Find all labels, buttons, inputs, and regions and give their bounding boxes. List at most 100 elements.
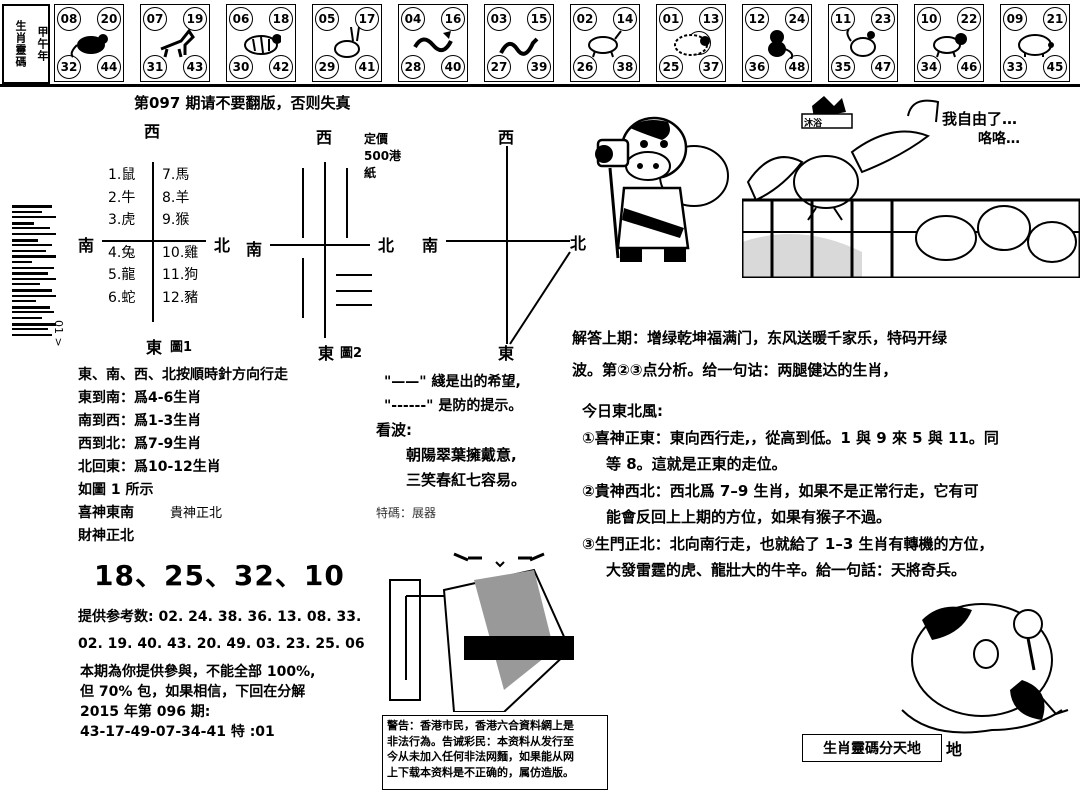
barcode <box>12 205 56 345</box>
promise-text: 本期為你提供參與，不能全部 100%, 但 70% 包，如果相信，下回在分解 2… <box>80 662 315 742</box>
fig1-caption: 圖1 <box>170 340 193 355</box>
legend-solid: "——" 綫是出的希望, <box>384 374 521 390</box>
zodiac-number: 35 <box>831 55 855 79</box>
zodiac-number: 17 <box>355 7 379 31</box>
poem-partial: 特碼：展器 <box>376 506 437 520</box>
horse-icon <box>160 28 195 58</box>
zodiac-number: 31 <box>143 55 167 79</box>
zodiac-number: 46 <box>957 55 981 79</box>
fig1-item: 10.雞 <box>162 244 199 261</box>
poem-line2: 三笑春紅七容易。 <box>406 471 527 489</box>
promise-line1: 本期為你提供參與，不能全部 100%, <box>80 664 316 680</box>
fig2-south: 南 <box>246 240 263 259</box>
figure-3: 西 南 北 東 <box>420 118 590 363</box>
rule-line: 南到西：爲1-3生肖 <box>78 413 202 429</box>
rule-line: 東到南：爲4-6生肖 <box>78 390 202 406</box>
zodiac-number: 06 <box>229 7 253 31</box>
fig3-north: 北 <box>570 234 587 253</box>
fig1-item: 1.鼠 <box>108 167 136 183</box>
big-numbers: 18、25、32、10 <box>94 559 345 592</box>
notice-line3: 今从未加入任何非法网麵，如果能从网 <box>387 750 574 763</box>
fig1-item: 11.狗 <box>162 267 199 283</box>
fig1-item: 3.虎 <box>108 212 136 228</box>
fig1-left-list: 1.鼠 2.牛 3.虎 4.兔 5.龍 6.蛇 <box>108 164 135 309</box>
barcode-bar <box>12 249 46 252</box>
barcode-bar <box>12 233 56 235</box>
strip-title: 生肖靈碼 甲午年 <box>2 4 50 84</box>
notice-line1: 警告：香港市民，香港六合資料網上是 <box>387 719 574 732</box>
tiger-icon <box>244 34 281 55</box>
barcode-bar <box>12 227 50 230</box>
promise-line3: 2015 年第 096 期: <box>80 704 211 720</box>
poem: 看波: 朝陽翠葉擁戴意, 三笑春紅七容易。 <box>376 418 526 493</box>
zodiac-number: 47 <box>871 55 895 79</box>
fig1-item: 6.蛇 <box>108 289 136 306</box>
zodiac-number: 09 <box>1003 7 1027 31</box>
snake-icon <box>499 37 539 56</box>
barcode-bar <box>12 305 50 309</box>
reference-numbers: 提供参考数: 02. 24. 38. 36. 13. 08. 33. 02. 1… <box>78 604 365 658</box>
spotted-animal-cartoon <box>901 603 1069 734</box>
answer-line2: 波。第②③点分析。给一句诂：两腿健达的生肖， <box>572 361 898 379</box>
fig3-diagonal-line <box>509 251 571 345</box>
fig2-caption: 圖2 <box>340 346 363 361</box>
today-p1-line2: 等 8。這就是正東的走位。 <box>606 455 787 473</box>
barcode-bar <box>12 289 52 292</box>
zodiac-number: 24 <box>785 7 809 31</box>
rules-heading: 東、南、西、北按順時針方向行走 <box>78 367 288 383</box>
zodiac-number: 21 <box>1043 7 1067 31</box>
zodiac-number: 02 <box>573 7 597 31</box>
barcode-bar <box>12 294 56 297</box>
barcode-bar <box>12 238 38 242</box>
today-analysis: 今日東北風: ①喜神正東：東向西行走,，從高到低。1 與 9 來 5 與 11。… <box>582 398 1078 584</box>
rule-line: 西到北：爲7-9生肖 <box>78 436 202 452</box>
zodiac-number: 25 <box>659 55 683 79</box>
cow-camera-cartoon <box>595 116 729 262</box>
barcode-bar <box>12 210 42 213</box>
fig3-east: 東 <box>498 344 515 363</box>
rule-line: 北回東：爲10-12生肖 <box>78 459 221 475</box>
zodiac-number: 39 <box>527 55 551 79</box>
rooster-icon <box>846 28 876 57</box>
zodiac-number: 48 <box>785 55 809 79</box>
zodiac-number: 45 <box>1043 55 1067 79</box>
fig1-north: 北 <box>214 236 231 255</box>
poem-label: 看波: <box>376 421 412 439</box>
direction-rules: 東、南、西、北按順時針方向行走 東到南：爲4-6生肖 南到西：爲1-3生肖 西到… <box>78 364 288 548</box>
rules-example: 如圖 1 所示 <box>78 482 154 498</box>
dog-icon <box>933 33 967 58</box>
monkey-icon <box>768 30 794 59</box>
fig1-item: 9.猴 <box>162 212 190 228</box>
zodiac-number: 34 <box>917 55 941 79</box>
stamp-tail: 地 <box>946 740 963 759</box>
fig1-item: 8.羊 <box>162 189 190 206</box>
notice-line2: 非法行為。告诫彩民：本资料从发行至 <box>387 734 574 748</box>
zodiac-number: 04 <box>401 7 425 31</box>
reference-line2: 02. 19. 40. 43. 20. 49. 03. 23. 25. 06 <box>78 636 365 652</box>
zodiac-number: 28 <box>401 55 425 79</box>
today-p3-line1: ③生門正北：北向南行走，也就給了 1–3 生肖有轉機的方位， <box>582 534 994 553</box>
fig1-item: 4.兔 <box>108 244 136 261</box>
zodiac-number: 14 <box>613 7 637 31</box>
barcode-bar <box>12 283 40 286</box>
fig2-north: 北 <box>378 236 395 255</box>
zodiac-number: 23 <box>871 7 895 31</box>
barcode-bar <box>12 244 52 247</box>
barcode-bar <box>12 277 56 280</box>
line-legend: "——" 綫是出的希望, "------" 是防的提示。 <box>384 370 522 418</box>
kimono-figure-cartoon <box>389 552 574 712</box>
today-p2-line1: ②貴神西北：西北爲 7–9 生肖，如果不是正常行走，它有可 <box>582 481 979 500</box>
rules-god1: 喜神東南 <box>78 505 134 521</box>
barcode-bar <box>12 311 54 314</box>
fig1-west: 西 <box>144 122 161 141</box>
issue-warning: 第097 期请不要翻版，否则失真 <box>134 94 351 112</box>
hat-label: 沐浴 <box>804 119 823 129</box>
notice-line4: 上下载本资料是不正确的，属仿造版。 <box>387 765 574 779</box>
zodiac-number: 43 <box>183 55 207 79</box>
zodiac-number: 18 <box>269 7 293 31</box>
strip-title-col2: 甲午年 <box>36 26 49 62</box>
barcode-bar <box>12 333 52 336</box>
